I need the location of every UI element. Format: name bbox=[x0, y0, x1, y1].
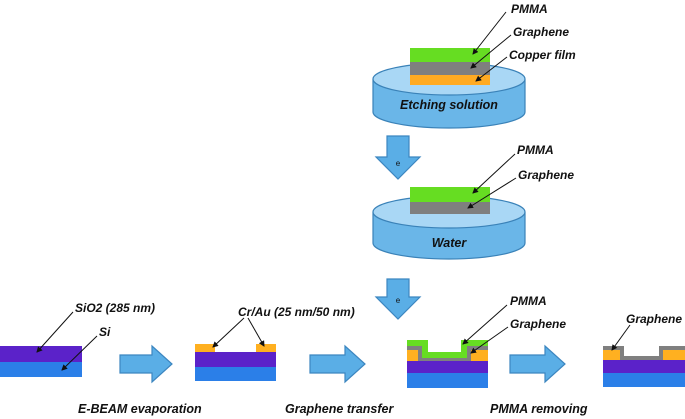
graphene-layer bbox=[410, 202, 490, 214]
label-graphene-top: Graphene bbox=[513, 25, 570, 39]
graphene-layer bbox=[410, 62, 490, 75]
label-etching-solution: Etching solution bbox=[400, 98, 498, 112]
substrate-leaders bbox=[36, 311, 98, 371]
sio2-layer bbox=[603, 360, 685, 373]
right-arrow-3 bbox=[509, 344, 566, 384]
gold-pad-right bbox=[663, 350, 685, 360]
graphene-layer bbox=[603, 346, 685, 360]
pmma-layer bbox=[410, 187, 490, 202]
caption-ebeam-evaporation: E-BEAM evaporation bbox=[78, 402, 202, 416]
copper-stack bbox=[410, 48, 490, 85]
down-arrow-2 bbox=[374, 278, 422, 320]
down-arrow-1-label: e bbox=[396, 159, 401, 168]
label-graphene-final: Graphene bbox=[626, 312, 683, 326]
si-layer bbox=[407, 373, 488, 388]
substrate-electrodes bbox=[195, 344, 276, 381]
gold-pad-left bbox=[407, 350, 418, 361]
label-cr-au: Cr/Au (25 nm/50 nm) bbox=[238, 305, 355, 319]
electrode-leaders bbox=[212, 317, 265, 348]
right-arrow-2 bbox=[309, 344, 366, 384]
label-copper-film: Copper film bbox=[509, 48, 576, 62]
etching-leaders bbox=[470, 11, 512, 82]
copper-film-layer bbox=[410, 75, 490, 85]
gold-pad-left bbox=[603, 350, 620, 360]
right-arrow-1 bbox=[119, 344, 173, 384]
gold-pad-right bbox=[471, 350, 488, 361]
caption-pmma-removing: PMMA removing bbox=[490, 402, 588, 416]
down-arrow-1 bbox=[374, 135, 422, 180]
sio2-layer bbox=[195, 352, 276, 367]
down-arrow-2-label: e bbox=[396, 296, 401, 305]
label-pmma-top: PMMA bbox=[511, 2, 548, 16]
label-pmma-bottom: PMMA bbox=[510, 294, 547, 308]
transfer-leaders bbox=[462, 304, 509, 354]
substrate-transferred bbox=[407, 340, 488, 388]
caption-graphene-transfer: Graphene transfer bbox=[285, 402, 394, 416]
label-graphene-bottom: Graphene bbox=[510, 317, 567, 331]
gold-pad-left bbox=[195, 344, 215, 352]
label-sio2: SiO2 (285 nm) bbox=[75, 301, 156, 315]
label-pmma-mid: PMMA bbox=[517, 143, 554, 157]
si-layer bbox=[195, 367, 276, 381]
si-layer bbox=[0, 362, 82, 377]
final-leaders bbox=[611, 324, 631, 351]
label-graphene-mid: Graphene bbox=[518, 168, 575, 182]
sio2-layer bbox=[407, 361, 488, 373]
label-water: Water bbox=[431, 236, 467, 250]
sio2-layer bbox=[0, 346, 82, 362]
graphene-layer bbox=[407, 346, 488, 361]
floating-stack bbox=[410, 187, 490, 214]
substrate-final bbox=[603, 346, 685, 387]
si-layer bbox=[603, 373, 685, 387]
water-leaders bbox=[467, 153, 517, 209]
substrate-initial bbox=[0, 346, 82, 377]
pmma-layer bbox=[410, 48, 490, 62]
label-si: Si bbox=[99, 325, 111, 339]
gold-pad-right bbox=[256, 344, 276, 352]
